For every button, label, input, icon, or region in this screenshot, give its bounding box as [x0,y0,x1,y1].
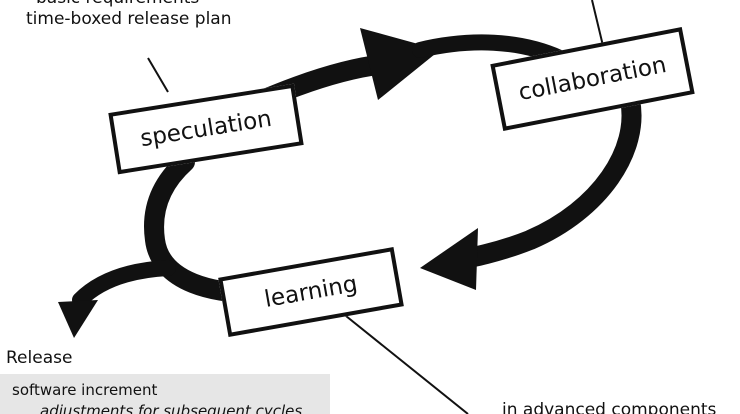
release-item-adjustments: adjustments for subsequent cycles [40,402,303,414]
release-label: Release [6,348,73,368]
arrowhead-right [420,228,478,290]
phase-collaboration-label: collaboration [516,51,669,107]
leader-speculation [147,57,169,93]
arrow-to-release [72,260,176,308]
phase-learning-label: learning [262,271,360,313]
speculation-note-line2: time-boxed release plan [26,9,232,29]
speculation-note-line1: basic requirements [36,0,199,8]
phase-speculation-label: speculation [138,105,274,153]
leader-learning [345,315,469,414]
release-outputs-panel: software increment adjustments for subse… [0,374,330,414]
arrowhead-top [360,28,440,100]
release-item-software-increment: software increment [12,381,158,399]
learning-note-partial: in advanced components [502,400,717,414]
arrowhead-release [58,300,98,338]
